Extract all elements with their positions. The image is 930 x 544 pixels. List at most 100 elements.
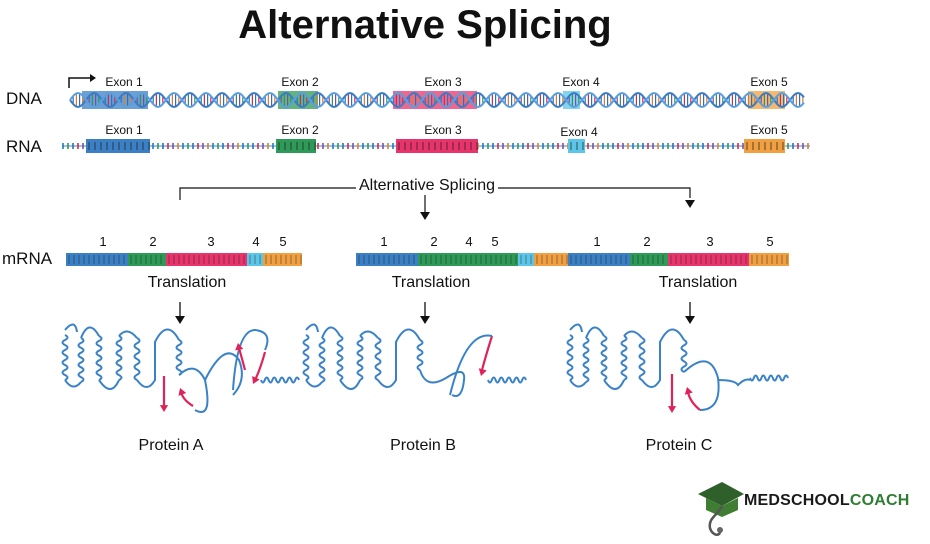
alpha-helix — [620, 335, 628, 381]
mrna-exon-segment — [749, 253, 789, 266]
protein-label: Protein B — [390, 437, 456, 454]
beta-strand — [686, 391, 701, 411]
translation-arrowhead — [420, 316, 430, 324]
alpha-helix — [95, 335, 103, 381]
mrna-bar — [66, 253, 302, 266]
dna-exon-label: Exon 3 — [424, 75, 462, 89]
beta-strand-head — [235, 343, 244, 351]
mrna-exon-number: 2 — [643, 234, 651, 249]
alpha-helix — [302, 334, 310, 381]
alpha-helix — [582, 337, 590, 383]
dna-exon-label: Exon 2 — [281, 75, 319, 89]
mrna-exon-number: 4 — [252, 234, 260, 249]
alpha-helix — [638, 337, 646, 381]
alpha-helix — [336, 335, 344, 381]
medschoolcoach-logo: MEDSCHOOLCOACH — [696, 470, 926, 540]
mrna-exon-segment — [166, 253, 247, 266]
protein-loop — [64, 323, 78, 333]
protein-loop — [64, 379, 82, 388]
mrna-exon-segment — [668, 253, 749, 266]
mrna-exon-segment — [356, 253, 418, 266]
dna-label: DNA — [6, 89, 42, 108]
mrna-exon-number: 4 — [465, 234, 473, 249]
protein-loop — [449, 334, 493, 396]
alpha-helix — [318, 337, 326, 383]
mrna-exon-number: 3 — [207, 234, 215, 249]
mrna-bar — [568, 253, 789, 266]
transcription-start-arrow — [68, 77, 90, 88]
splicing-arrowhead — [420, 212, 430, 220]
protein-b — [302, 323, 527, 397]
protein-loop — [569, 323, 583, 333]
mrna-exon-segment — [630, 253, 668, 266]
graduation-cap-icon — [698, 482, 744, 536]
mrna-exon-number: 1 — [593, 234, 601, 249]
mrna-exon-number: 5 — [766, 234, 774, 249]
rna-exon-label: Exon 5 — [750, 123, 788, 137]
dna-exon-label: Exon 5 — [750, 75, 788, 89]
splicing-arrowhead — [685, 200, 695, 208]
alpha-helix — [133, 337, 141, 381]
rna-label: RNA — [6, 137, 42, 156]
protein-loop — [569, 379, 587, 388]
protein-loop — [339, 379, 361, 390]
protein-loop — [717, 378, 751, 387]
rna-strand — [62, 139, 810, 153]
alpha-helix — [356, 335, 364, 381]
mrna-exon-segment — [128, 253, 166, 266]
beta-strand-head — [478, 368, 487, 376]
protein-loop — [641, 328, 685, 388]
mrna-label: mRNA — [2, 249, 53, 268]
dna-exon-label: Exon 4 — [562, 75, 600, 89]
beta-strand-head — [178, 388, 187, 396]
protein-loop — [98, 379, 120, 390]
protein-loop — [623, 330, 643, 339]
dna-strand — [69, 91, 805, 109]
alpha-helix — [77, 337, 85, 383]
beta-strand-head — [159, 405, 169, 412]
alternative-splicing-label: Alternative Splicing — [355, 177, 499, 195]
mrna-exon-segment — [263, 253, 302, 266]
protein-loop — [232, 328, 269, 391]
rna-exon-block — [276, 139, 316, 153]
dna-exon-label: Exon 1 — [105, 75, 143, 89]
translation-label: Translation — [147, 274, 227, 291]
protein-label: Protein A — [138, 437, 204, 454]
logo-text-part1: MEDSCHOOL — [744, 492, 850, 509]
dna-exon-block — [748, 91, 785, 109]
protein-loop — [603, 379, 625, 390]
mrna-exon-segment — [568, 253, 630, 266]
rna-exon-block — [396, 139, 478, 153]
alpha-helix — [175, 339, 183, 376]
beta-strand-head — [252, 376, 260, 384]
rna-exon-block — [86, 139, 150, 153]
beta-strand — [480, 335, 494, 371]
alpha-helix — [260, 376, 300, 384]
protein-loop — [136, 328, 180, 388]
translation-label: Translation — [658, 274, 738, 291]
alpha-helix — [487, 376, 527, 384]
mrna-exon-number: 5 — [279, 234, 287, 249]
mrna-exon-number: 2 — [430, 234, 438, 249]
protein-loop — [80, 326, 100, 339]
beta-strand-head — [667, 406, 677, 413]
protein-loop — [305, 379, 323, 388]
beta-strand-head — [684, 387, 693, 395]
rna-exon-label: Exon 1 — [105, 123, 143, 137]
translation-label: Translation — [391, 274, 471, 291]
alpha-helix — [374, 337, 382, 381]
logo-text-part2: COACH — [849, 492, 910, 509]
alpha-helix — [566, 334, 574, 381]
mrna-exon-number: 5 — [491, 234, 499, 249]
protein-loop — [321, 326, 341, 339]
mrna-exon-number: 1 — [380, 234, 388, 249]
alpha-helix — [416, 339, 424, 371]
protein-label: Protein C — [645, 437, 713, 454]
mrna-exon-number: 2 — [149, 234, 157, 249]
protein-loop — [377, 328, 421, 388]
alpha-helix — [749, 374, 789, 382]
beta-strand — [254, 351, 267, 381]
alpha-helix — [600, 335, 608, 381]
